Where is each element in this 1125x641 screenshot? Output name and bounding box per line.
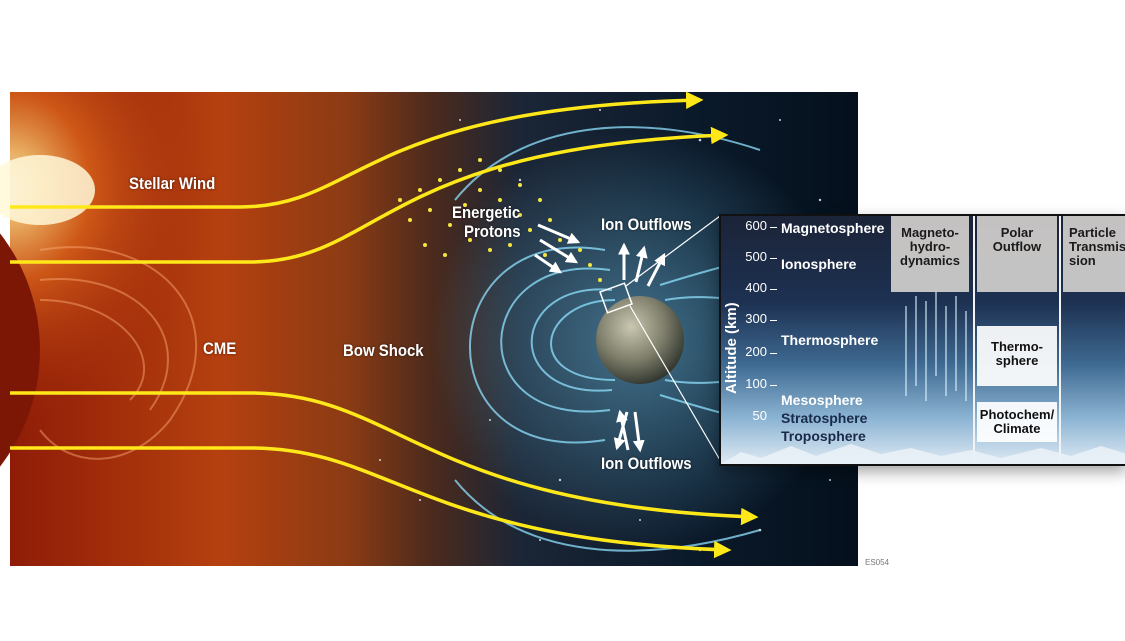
tick-label: 600 <box>745 218 767 233</box>
ion-outflows-bottom-label: Ion Outflows <box>601 454 692 473</box>
tick-label: 200 <box>745 344 767 359</box>
cme-loops <box>39 246 198 460</box>
tick-label: 300 <box>745 311 767 326</box>
energetic-label-line2: Protons <box>464 222 521 241</box>
mountains-graphic <box>721 444 1125 464</box>
energetic-label-line1: Energetic <box>452 203 521 222</box>
stellar-wind-label: Stellar Wind <box>129 174 216 193</box>
altitude-axis-title: Altitude (km) <box>723 302 740 394</box>
tick-label: 50 <box>752 408 767 423</box>
aurora-graphic <box>905 291 967 401</box>
tick-label: 500 <box>745 249 767 264</box>
ion-outflows-top-label: Ion Outflows <box>601 215 692 234</box>
layer-thermosphere: Thermosphere <box>781 332 879 348</box>
tick-label: 400 <box>745 280 767 295</box>
tick-label: 100 <box>745 376 767 391</box>
cell-thermosphere: Thermo-sphere <box>977 326 1057 386</box>
earth <box>596 296 684 384</box>
figure-code: ES054 <box>865 558 890 567</box>
layer-ionosphere: Ionosphere <box>781 256 857 272</box>
column-mhd-header: Magneto-hydro-dynamics <box>900 225 960 268</box>
cell-photochem-climate: Photochem/Climate <box>977 402 1057 442</box>
layer-mesosphere: Mesosphere <box>781 392 863 408</box>
layer-stratosphere: Stratosphere <box>781 410 868 426</box>
cme-label: CME <box>203 339 237 358</box>
bow-shock-label: Bow Shock <box>343 341 424 360</box>
column-particle-header-box <box>1063 216 1125 292</box>
sun <box>0 233 40 467</box>
layer-magnetosphere: Magnetosphere <box>781 220 885 236</box>
atmosphere-inset: Altitude (km) 600 500 400 300 200 100 50… <box>719 214 1125 466</box>
stellar-wind-arrows <box>10 91 759 559</box>
layer-troposphere: Troposphere <box>781 428 866 444</box>
zoom-box <box>599 282 633 314</box>
column-mhd-header-box <box>891 216 969 292</box>
column-polar-header-box <box>977 216 1057 292</box>
energetic-protons-dots <box>398 158 602 282</box>
ion-outflow-arrows <box>534 223 666 453</box>
